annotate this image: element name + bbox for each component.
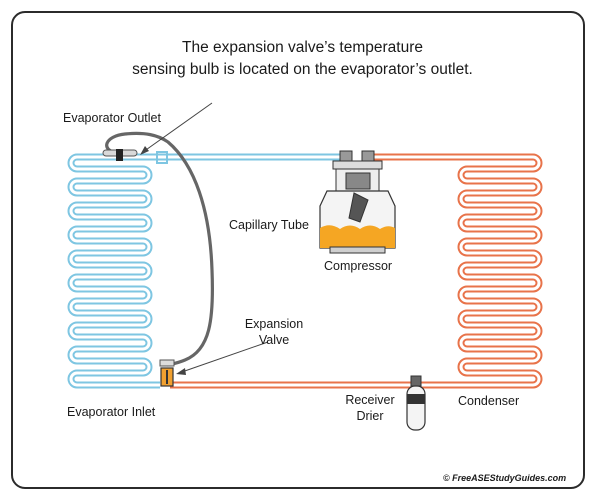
capillary-tube [105, 131, 215, 367]
copyright-credit: © FreeASEStudyGuides.com [443, 473, 567, 483]
valve-pointer-arrow [176, 341, 269, 375]
outlet-pointer-arrow [140, 102, 213, 155]
condenser-label: Condenser [458, 394, 520, 408]
sensing-bulb [102, 149, 138, 161]
evaporator-coil [67, 153, 160, 389]
diagram-frame [11, 11, 585, 489]
expansion-valve [159, 359, 175, 387]
title-line-1: The expansion valve’s temperature [182, 39, 423, 56]
evaporator-inlet-label: Evaporator Inlet [67, 405, 156, 419]
evaporator-outlet-label: Evaporator Outlet [63, 111, 161, 125]
receiver-drier-label-line-1: Receiver [345, 393, 395, 407]
evaporator-coil-outline [67, 153, 160, 389]
compressor [319, 150, 396, 254]
expansion-valve-label-line-2: Valve [258, 333, 290, 347]
condenser-coil [170, 153, 543, 389]
title-line-2: sensing bulb is located on the evaporato… [132, 61, 473, 78]
receiver-drier-label-line-2: Drier [356, 409, 384, 423]
receiver-drier [406, 375, 426, 431]
expansion-valve-label-line-1: Expansion [244, 317, 304, 331]
capillary-tube-label: Capillary Tube [229, 218, 309, 232]
compressor-label: Compressor [324, 259, 393, 273]
evaporator-outlet-marker [156, 151, 168, 164]
